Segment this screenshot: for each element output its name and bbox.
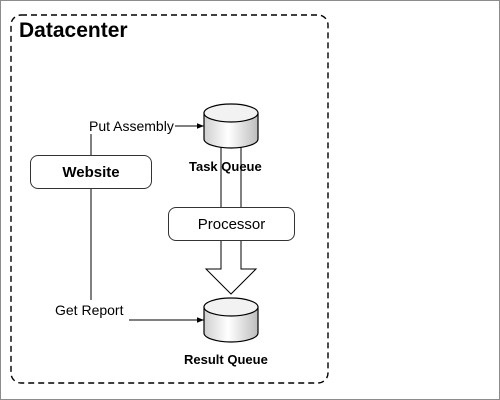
task-queue-label: Task Queue <box>189 159 262 174</box>
result-queue-label: Result Queue <box>184 352 268 367</box>
website-label: Website <box>62 163 120 181</box>
put-assembly-label: Put Assembly <box>88 118 175 134</box>
processor-label: Processor <box>197 215 266 233</box>
result-queue-cylinder <box>203 297 259 343</box>
datacenter-boundary <box>10 14 329 384</box>
website-node: Website <box>30 155 152 189</box>
get-report-label: Get Report <box>54 302 125 318</box>
processor-node: Processor <box>168 207 295 241</box>
task-queue-cylinder <box>203 103 259 149</box>
datacenter-label: Datacenter <box>19 19 128 42</box>
